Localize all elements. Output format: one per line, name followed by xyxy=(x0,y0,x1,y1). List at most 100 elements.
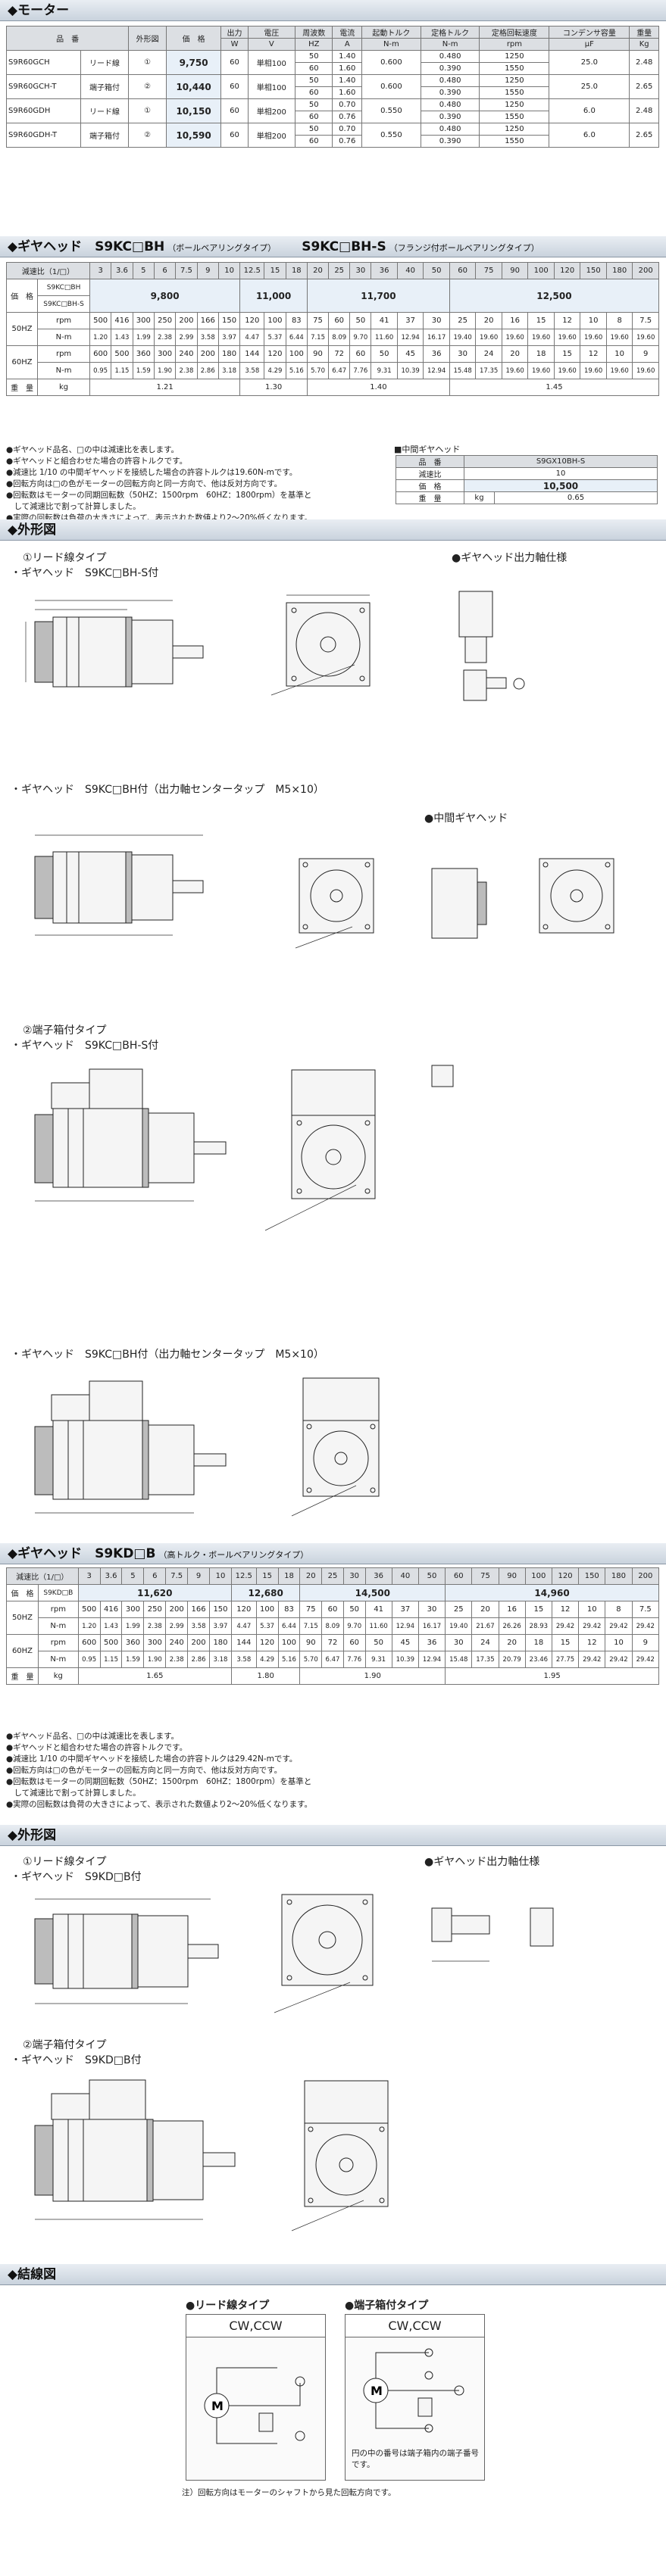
drawing-kd-shaft xyxy=(431,1907,554,1962)
gear-ratio: 180 xyxy=(605,262,633,279)
motor-fig: ① xyxy=(128,50,167,75)
mid-price: 10,500 xyxy=(464,479,658,492)
gear-rpm: 200 xyxy=(187,1634,211,1651)
motor-rpm: 1250 xyxy=(479,74,550,87)
gear-ratio: 3 xyxy=(77,1567,101,1585)
gear-rpm: 12 xyxy=(580,345,607,363)
svg-text:M: M xyxy=(211,2399,224,2413)
motor-current: 1.60 xyxy=(332,86,363,99)
motor-header: 出力 xyxy=(220,26,249,39)
motor-start-torque: 0.550 xyxy=(361,98,421,123)
motor-header: 価 格 xyxy=(165,26,222,51)
motor-unit: A xyxy=(332,38,363,51)
gear-rpm: 180 xyxy=(217,345,241,363)
gear-weight: 1.40 xyxy=(306,379,450,396)
motor-hz: 60 xyxy=(295,86,333,99)
gear-rpm: 10 xyxy=(605,1634,633,1651)
gear-torque: 1.59 xyxy=(132,362,155,379)
motor-hz: 60 xyxy=(295,111,333,123)
gear-torque: 5.37 xyxy=(255,1617,279,1635)
gear-ratio: 6 xyxy=(153,262,177,279)
gear-price: 9,800 xyxy=(89,279,241,313)
gear-rpm: 20 xyxy=(498,1634,526,1651)
gear-torque: 3.18 xyxy=(209,1651,232,1668)
gear-rpm: 200 xyxy=(175,312,198,329)
gear-torque: 12.94 xyxy=(417,1651,446,1668)
gear-torque: 15.48 xyxy=(449,362,477,379)
gear-rpm: 500 xyxy=(99,1634,123,1651)
gear-ratio: 200 xyxy=(632,262,659,279)
drawing-lead-front-1 xyxy=(270,594,371,696)
gear-rpm: 90 xyxy=(306,345,330,363)
gear-rpm: 45 xyxy=(391,1634,419,1651)
gear-rpm: 36 xyxy=(417,1634,446,1651)
gear-torque: 1.90 xyxy=(143,1651,167,1668)
gear-unit: rpm xyxy=(37,1634,79,1651)
gear-torque: 19.60 xyxy=(475,329,502,346)
gear-torque: 19.60 xyxy=(632,362,659,379)
gear-torque: 6.44 xyxy=(285,329,308,346)
motor-rpm: 1250 xyxy=(479,98,550,111)
note-line: ●実際の回転数は負荷の大きさによって、表示された数値より2～20%低くなります。 xyxy=(6,1800,313,1809)
motor-current: 1.40 xyxy=(332,50,363,63)
gear-torque: 6.44 xyxy=(277,1617,301,1635)
note-line: して減速比で割って計算しました。 xyxy=(6,1789,141,1798)
gear-rpm: 18 xyxy=(527,345,555,363)
gear-torque: 23.46 xyxy=(524,1651,552,1668)
gear-rpm: 166 xyxy=(196,312,219,329)
motor-hz: 50 xyxy=(295,74,333,87)
wiring-lead-title: ●リード線タイプ xyxy=(186,2300,270,2312)
gear-model: S9KC□BH xyxy=(37,279,90,296)
drawing-lead-side-2 xyxy=(34,834,204,936)
gear-weight-label: 重 量 xyxy=(5,379,39,396)
gear-torque: 21.67 xyxy=(471,1617,499,1635)
motor-voltage: 単相100 xyxy=(247,74,296,99)
gear-price: 11,000 xyxy=(239,279,308,313)
gear1-title: ◆ギヤヘッド S9KC□BH xyxy=(8,239,165,254)
gear-rpm: 60 xyxy=(349,345,372,363)
gear-price: 12,500 xyxy=(449,279,660,313)
motor-unit: V xyxy=(247,38,296,51)
gear-rpm: 100 xyxy=(255,1601,279,1618)
fig1-terminal-title: ②端子箱付タイプ xyxy=(23,1024,107,1037)
motor-unit: N-m xyxy=(420,38,480,51)
gear-price-label: 価 格 xyxy=(5,279,39,313)
gear-weight: 1.65 xyxy=(77,1667,232,1685)
motor-rated-torque: 0.480 xyxy=(420,98,480,111)
gear-torque: 3.58 xyxy=(187,1617,211,1635)
gear-rpm: 500 xyxy=(89,312,112,329)
gear-torque: 19.40 xyxy=(445,1617,473,1635)
motor-output: 60 xyxy=(220,50,249,75)
gear-ratio: 90 xyxy=(498,1567,526,1585)
gear-torque: 3.97 xyxy=(217,329,241,346)
fig2-terminal-gear: ・ギヤヘッド S9KD□B付 xyxy=(11,2054,142,2066)
gear-ratio: 3.6 xyxy=(111,262,133,279)
gear-rpm: 500 xyxy=(111,345,133,363)
gear-rpm: 150 xyxy=(209,1601,232,1618)
gear-rpm: 600 xyxy=(77,1634,101,1651)
gear-unit: rpm xyxy=(37,1601,79,1618)
motor-unit: Kg xyxy=(629,38,659,51)
motor-voltage: 単相100 xyxy=(247,50,296,75)
fig2-title: ◆外形図 xyxy=(8,1828,57,1843)
gear-torque: 29.42 xyxy=(578,1651,606,1668)
gear-ratio: 75 xyxy=(471,1567,499,1585)
motor-model: S9R60GDH xyxy=(6,98,81,123)
gear-ratio: 12.5 xyxy=(230,1567,257,1585)
drawing-kd-terminal-top xyxy=(291,2080,389,2231)
gear-ratio: 6 xyxy=(143,1567,167,1585)
gear-ratio: 100 xyxy=(524,1567,552,1585)
drawing-terminal-side-1 xyxy=(34,1068,227,1202)
gear-torque: 2.38 xyxy=(143,1617,167,1635)
gear-rpm: 50 xyxy=(342,1601,366,1618)
gear-rpm: 20 xyxy=(471,1601,499,1618)
gear-ratio: 5 xyxy=(132,262,155,279)
gear-rpm: 15 xyxy=(551,1634,580,1651)
gear-torque: 7.15 xyxy=(306,329,330,346)
